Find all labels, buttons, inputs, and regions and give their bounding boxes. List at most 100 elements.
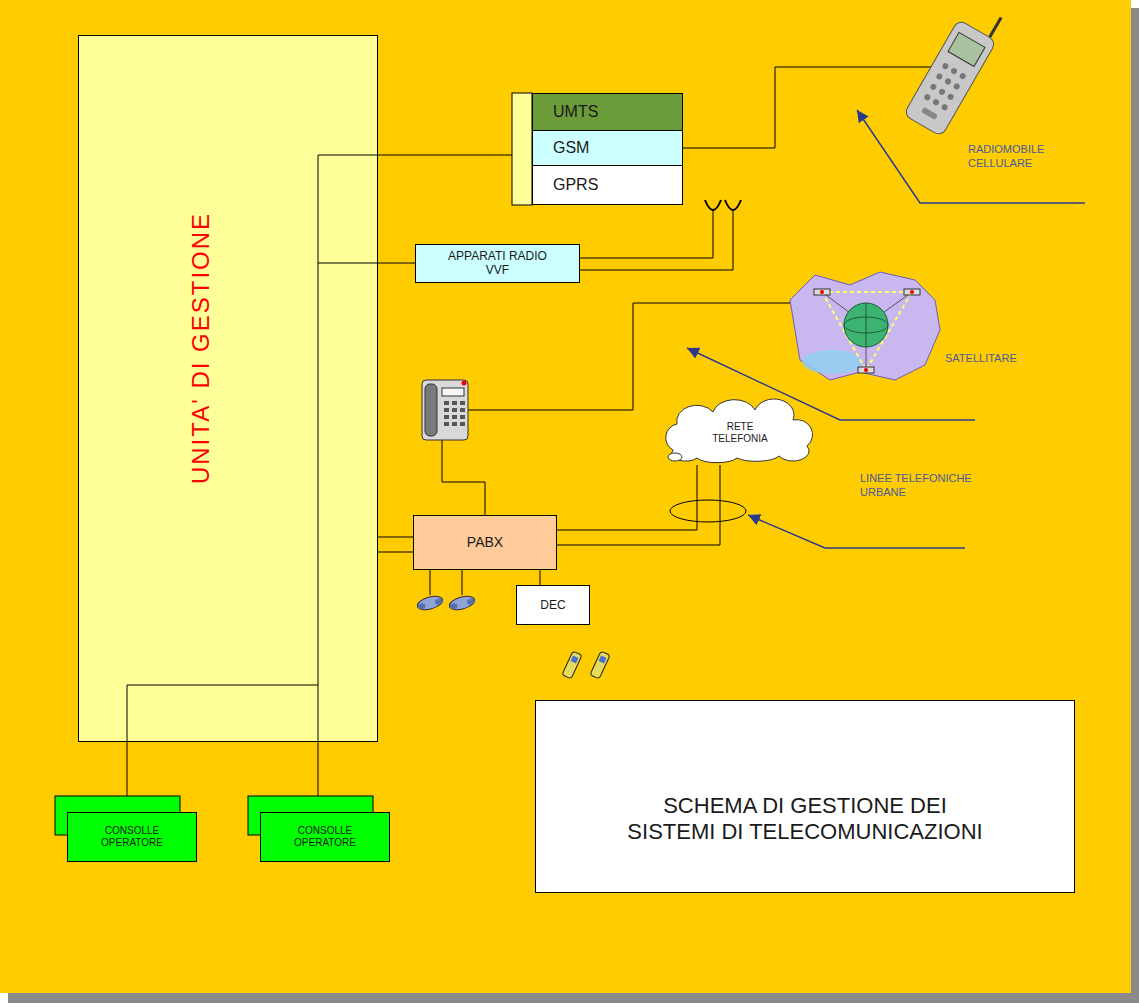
desk-phone-icon — [460, 408, 465, 412]
handset-icon — [417, 602, 426, 610]
desk-phone-icon — [452, 415, 457, 419]
cloud-shape — [666, 399, 813, 463]
cellphone-icon — [903, 0, 1008, 137]
desk-phone-icon — [460, 401, 465, 405]
line-bundle-ring — [670, 500, 746, 522]
desk-phone-icon — [452, 422, 457, 426]
satellite-network-icon — [814, 289, 830, 295]
desk-phone-icon — [444, 401, 449, 405]
cellphone-icon — [941, 103, 949, 111]
cellular-wire — [683, 67, 934, 148]
leader-line — [748, 515, 965, 548]
management-unit: UNITA' DI GESTIONE — [78, 35, 378, 742]
node-text: GPRS — [553, 175, 598, 194]
connector-line — [378, 263, 415, 264]
handset-icon — [466, 598, 475, 606]
handset-wire — [462, 570, 463, 595]
connector-line — [557, 465, 697, 530]
bus-wire — [318, 155, 319, 742]
callout-label: RADIOMOBILE CELLULARE — [968, 143, 1052, 171]
handset-icon — [416, 594, 444, 612]
bus-wire — [318, 263, 378, 264]
handset-icon — [448, 594, 476, 612]
satellite-network-icon — [802, 350, 862, 374]
desk-phone-icon — [425, 384, 437, 436]
cellphone-icon — [944, 77, 952, 85]
console-box: CONSOLLE OPERATORE — [67, 812, 197, 862]
desk-phone-icon — [452, 408, 457, 412]
cellphone-icon — [953, 82, 961, 90]
node-text: CONSOLLE OPERATORE — [92, 825, 172, 849]
leader-line — [857, 110, 1085, 203]
bus-wire — [127, 67, 934, 742]
bus-wire — [318, 155, 378, 156]
cellphone-icon — [903, 19, 996, 136]
cellphone-icon — [938, 88, 946, 96]
cordless-icon — [562, 651, 582, 679]
satellite-network-icon — [822, 292, 912, 370]
cellphone-icon — [947, 93, 955, 101]
desk-phone-icon — [460, 422, 465, 426]
leader-line — [687, 110, 1085, 548]
desk-phone-icon — [442, 388, 464, 396]
handset-wire — [430, 570, 431, 595]
connector-line — [378, 537, 413, 538]
node-text: PABX — [467, 534, 503, 551]
antenna-wire — [580, 210, 713, 258]
node-text: DEC — [540, 598, 565, 612]
antenna-symbol — [725, 200, 741, 210]
satellite-wire — [468, 303, 800, 410]
desk-phone-icon — [444, 422, 449, 426]
handset-icon — [416, 594, 444, 612]
satellite-network-icon — [858, 367, 874, 373]
satellite-network-icon — [904, 289, 920, 295]
desk-phone-icon — [452, 401, 457, 405]
callout-label: LINEE TELEFONICHE URBANE — [860, 472, 980, 500]
callout-label: SATELLITARE — [945, 352, 1017, 366]
unit-title: UNITA' DI GESTIONE — [187, 212, 216, 484]
desk-phone-icon — [422, 380, 468, 440]
cordless-icon — [599, 656, 607, 664]
cellphone-icon — [990, 17, 1002, 37]
cordless-icon — [562, 651, 582, 679]
desk-phone-icon — [422, 380, 468, 440]
node-text: SCHEMA DI GESTIONE DEI SISTEMI DI TELECO… — [621, 793, 989, 846]
handset-icon — [434, 598, 443, 606]
connector-line — [557, 465, 720, 545]
node-text: APPARATI RADIO VVF — [444, 249, 552, 278]
bus-wire — [127, 685, 318, 742]
antenna-symbol — [705, 200, 721, 210]
satellite-network-icon — [820, 290, 824, 294]
desk-phone-icon — [444, 415, 449, 419]
management-unit-fill — [78, 35, 378, 742]
caption-box: SCHEMA DI GESTIONE DEI SISTEMI DI TELECO… — [535, 700, 1075, 893]
satellite-network-icon — [844, 303, 888, 347]
satellite-network-icon — [864, 368, 868, 372]
satellite-network-icon — [790, 272, 940, 380]
cellphone-icon — [959, 72, 967, 80]
cellphone-icon — [932, 98, 940, 106]
dec-box: DEC — [516, 585, 590, 625]
node-text: UMTS — [553, 102, 598, 121]
handset-icon — [449, 602, 458, 610]
connector-line — [540, 570, 541, 585]
node-text: GSM — [553, 138, 589, 157]
antenna-wire — [580, 210, 733, 270]
band-bar — [512, 93, 532, 205]
cellphone-icon — [923, 93, 931, 101]
handset-icon — [448, 594, 476, 612]
network-band: GPRS — [532, 165, 683, 205]
satellite-network-icon — [910, 290, 914, 294]
console-box: CONSOLLE OPERATORE — [260, 812, 390, 862]
satellite-network-icon — [866, 303, 867, 347]
connector-line — [378, 155, 532, 156]
desk-phone-icon — [444, 408, 449, 412]
cordless-icon — [590, 651, 610, 679]
desk-phone-icon — [460, 415, 465, 419]
cordless-icon — [571, 656, 579, 664]
pabx-box: PABX — [413, 515, 557, 570]
cloud-swirl — [668, 453, 682, 461]
cordless-icon — [590, 651, 610, 679]
